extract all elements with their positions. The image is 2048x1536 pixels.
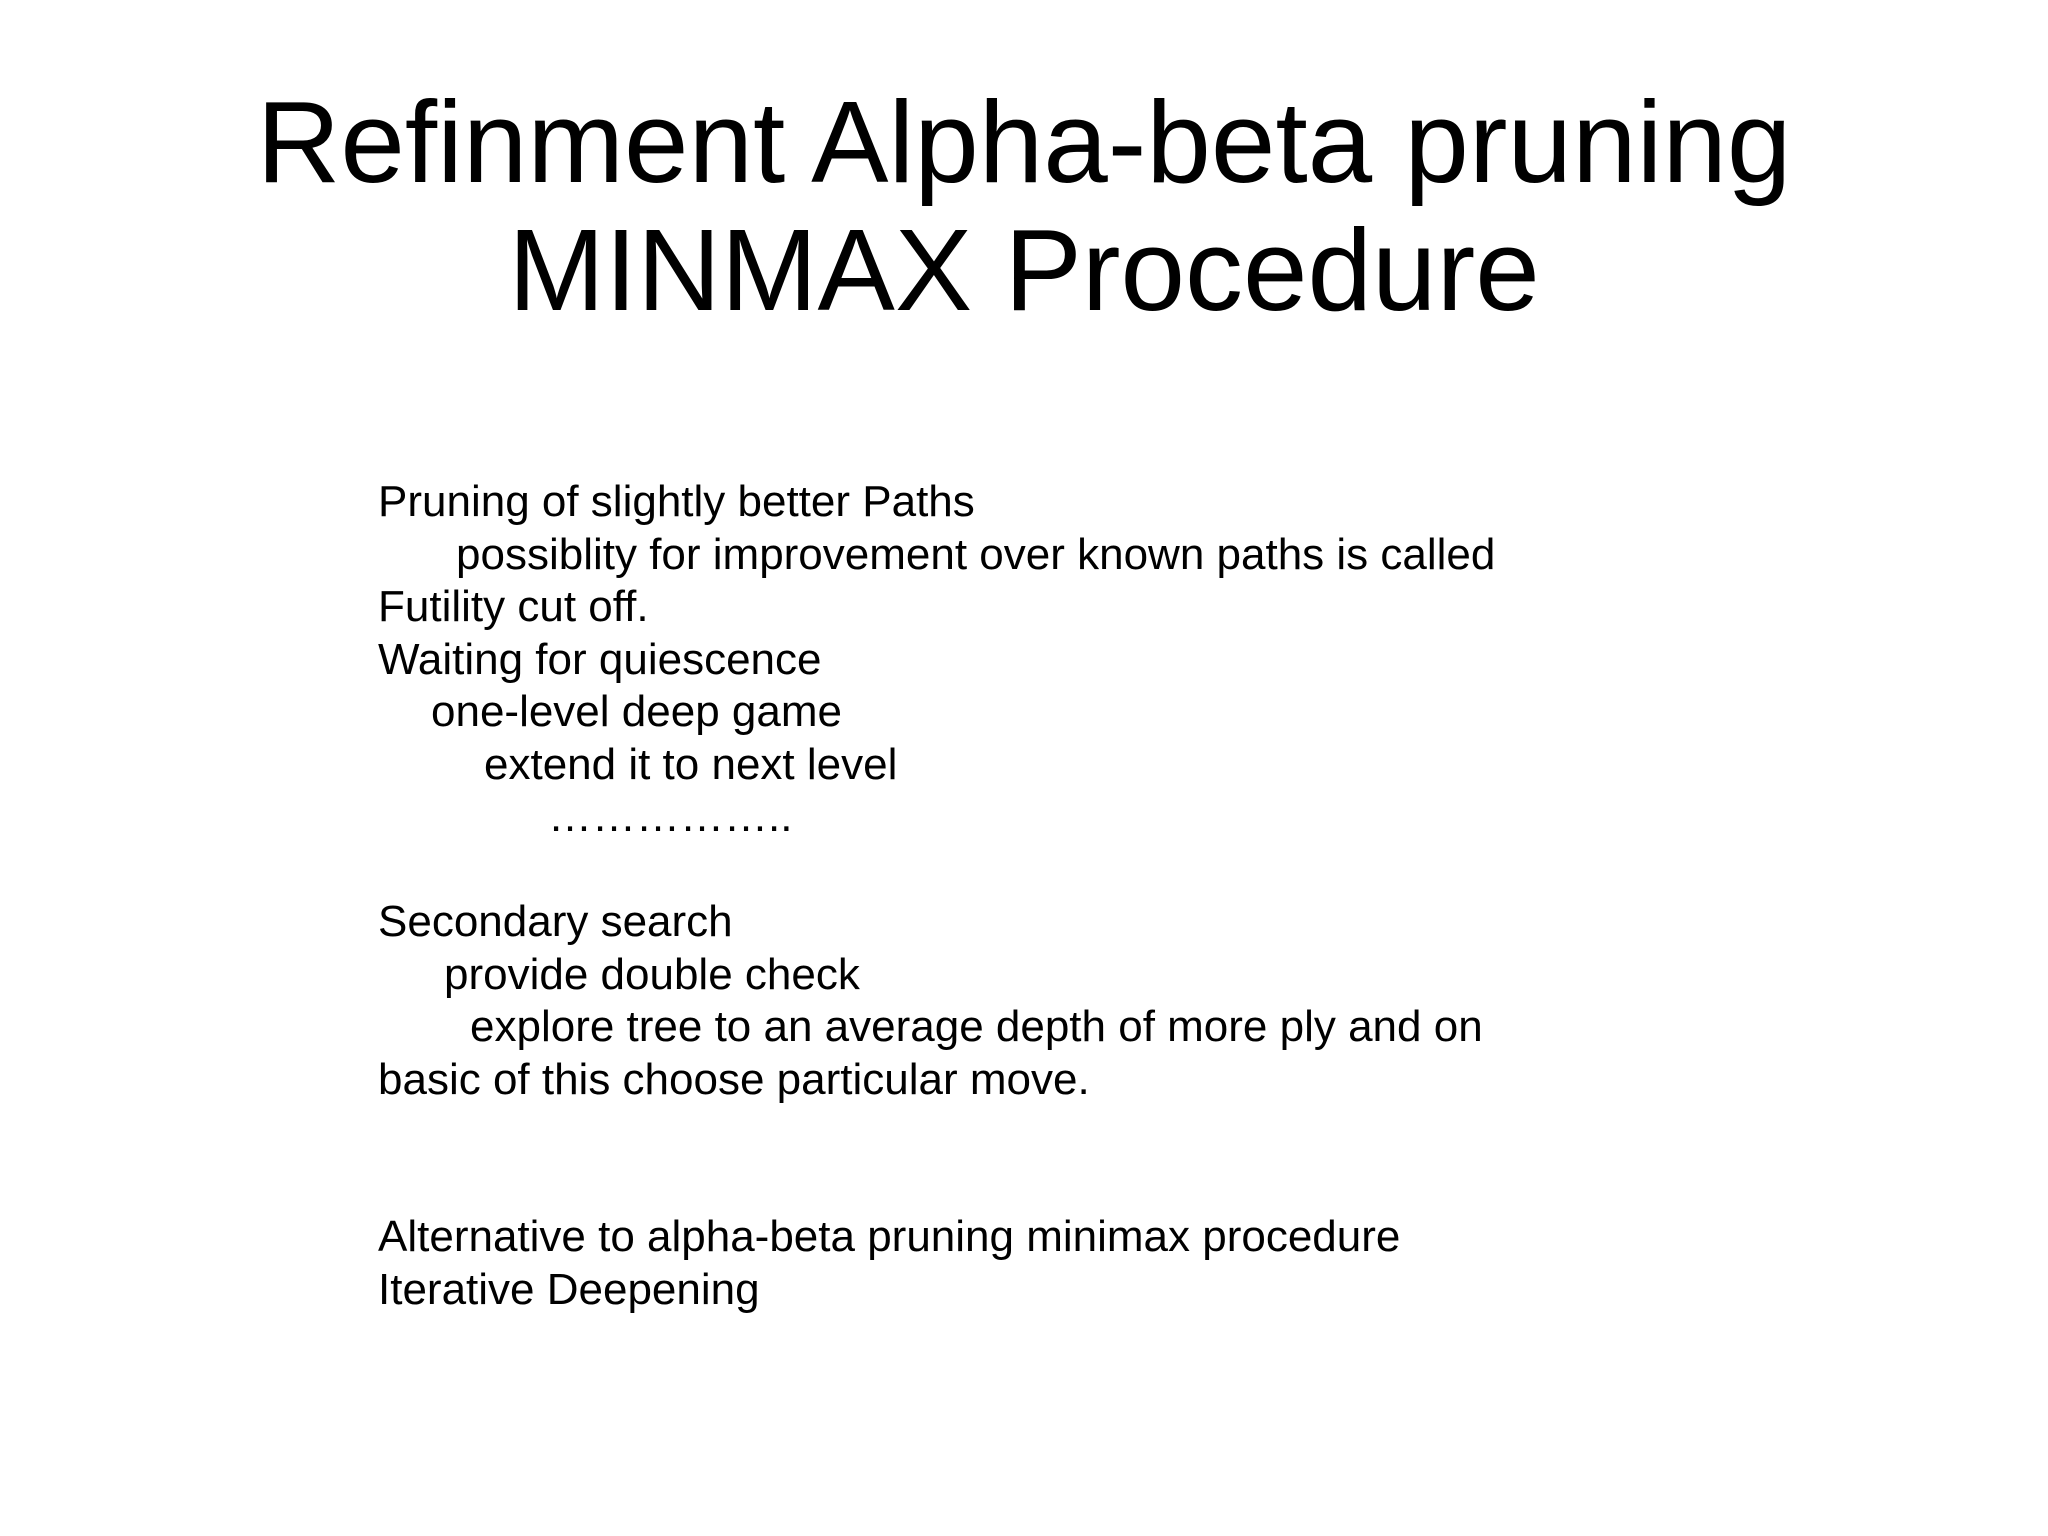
body-line: basic of this choose particular move. — [378, 1054, 1090, 1104]
slide-title-line-1: Refinment Alpha-beta pruning — [256, 77, 1792, 207]
body-line: possiblity for improvement over known pa… — [456, 529, 1496, 579]
ellipsis-line: …………….. — [548, 792, 793, 841]
body-line: one-level deep game — [431, 687, 842, 736]
spacer — [378, 844, 1778, 897]
body-line: Alternative to alpha-beta pruning minima… — [378, 1212, 1401, 1261]
body-line: Waiting for quiescence — [378, 634, 822, 684]
body-line: provide double check — [444, 949, 860, 999]
slide-body: Pruning of slightly better Paths possibl… — [378, 476, 1778, 1316]
slide-title: Refinment Alpha-beta pruning MINMAX Proc… — [0, 78, 2048, 334]
body-line: extend it to next level — [484, 739, 898, 789]
body-line: explore tree to an average depth of more… — [470, 1002, 1483, 1051]
body-line: Pruning of slightly better Paths — [378, 477, 975, 526]
body-line: Futility cut off. — [378, 582, 649, 631]
slide-title-line-2: MINMAX Procedure — [508, 205, 1540, 335]
spacer — [378, 1106, 1778, 1211]
body-line: Iterative Deepening — [378, 1264, 760, 1314]
body-line: Secondary search — [378, 897, 733, 946]
